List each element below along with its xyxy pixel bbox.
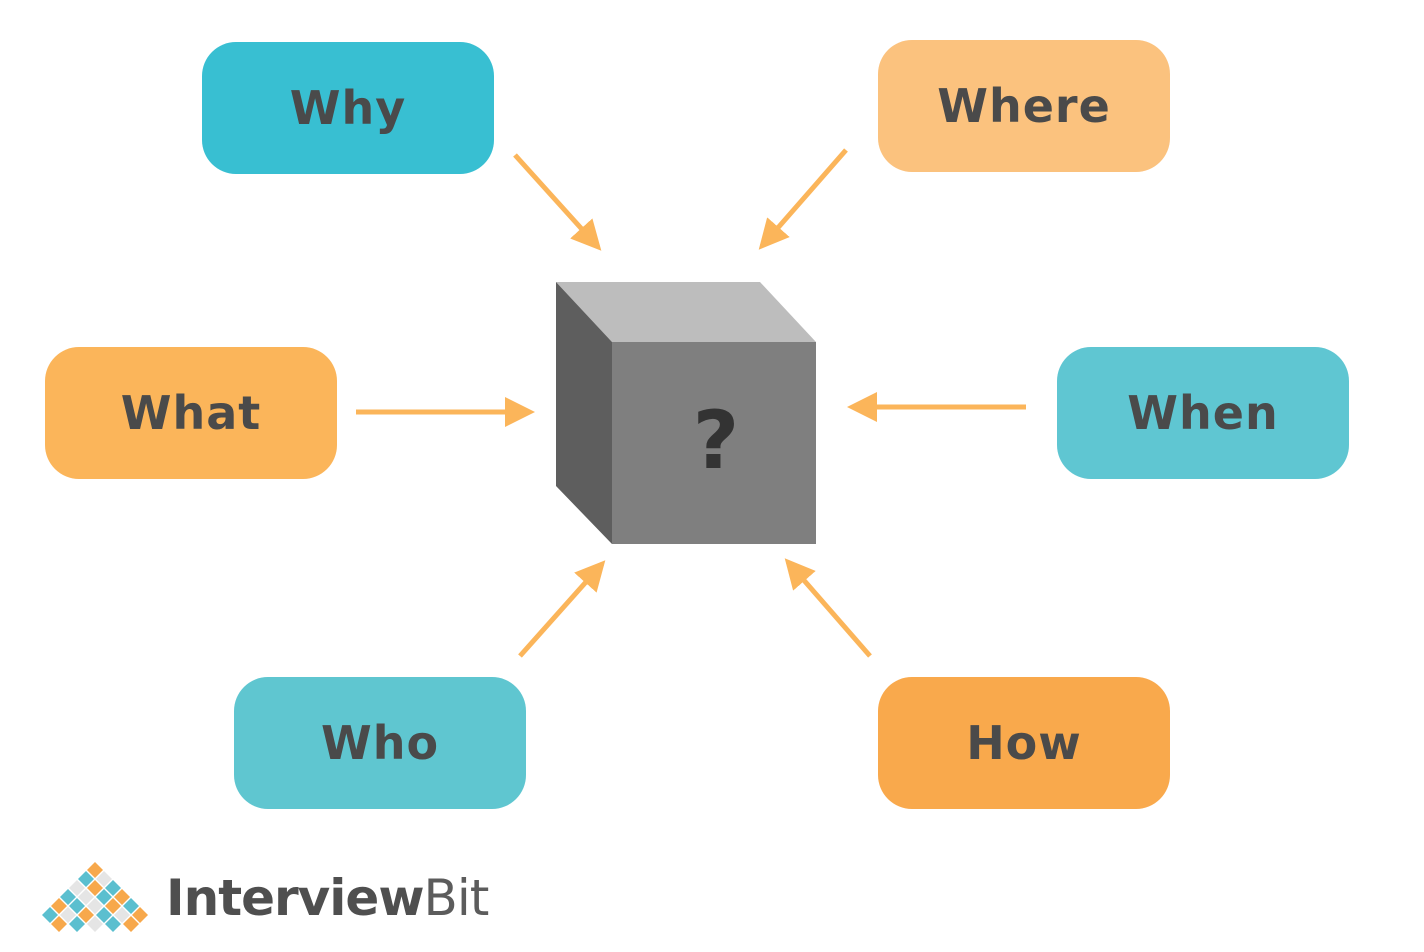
cube-top-face — [556, 282, 816, 342]
node-how-label: How — [966, 716, 1082, 770]
question-cube: ? — [556, 282, 816, 544]
node-how: How — [878, 677, 1170, 809]
interviewbit-logo-text: InterviewBit — [166, 869, 490, 927]
arrow-how-to-box — [784, 558, 872, 658]
logo-text-interview: Interview — [166, 869, 425, 927]
node-where-label: Where — [937, 79, 1111, 133]
node-what: What — [45, 347, 337, 479]
node-where: Where — [878, 40, 1170, 172]
node-when-label: When — [1127, 386, 1279, 440]
node-why: Why — [202, 42, 494, 174]
interviewbit-logo: InterviewBit — [34, 856, 490, 940]
cube-question-mark: ? — [693, 394, 739, 487]
node-who-label: Who — [320, 716, 440, 770]
arrow-where-to-box — [758, 148, 848, 250]
interviewbit-logo-icon — [42, 862, 148, 932]
node-why-label: Why — [289, 81, 407, 135]
node-when: When — [1057, 347, 1349, 479]
node-what-label: What — [120, 386, 262, 440]
cube-front-face — [612, 342, 816, 544]
arrow-why-to-box — [513, 153, 602, 251]
arrow-who-to-box — [518, 560, 606, 658]
cube-side-face — [556, 282, 612, 544]
logo-text-bit: Bit — [423, 869, 490, 927]
logo-diamond-pattern — [42, 862, 148, 932]
node-who: Who — [234, 677, 526, 809]
